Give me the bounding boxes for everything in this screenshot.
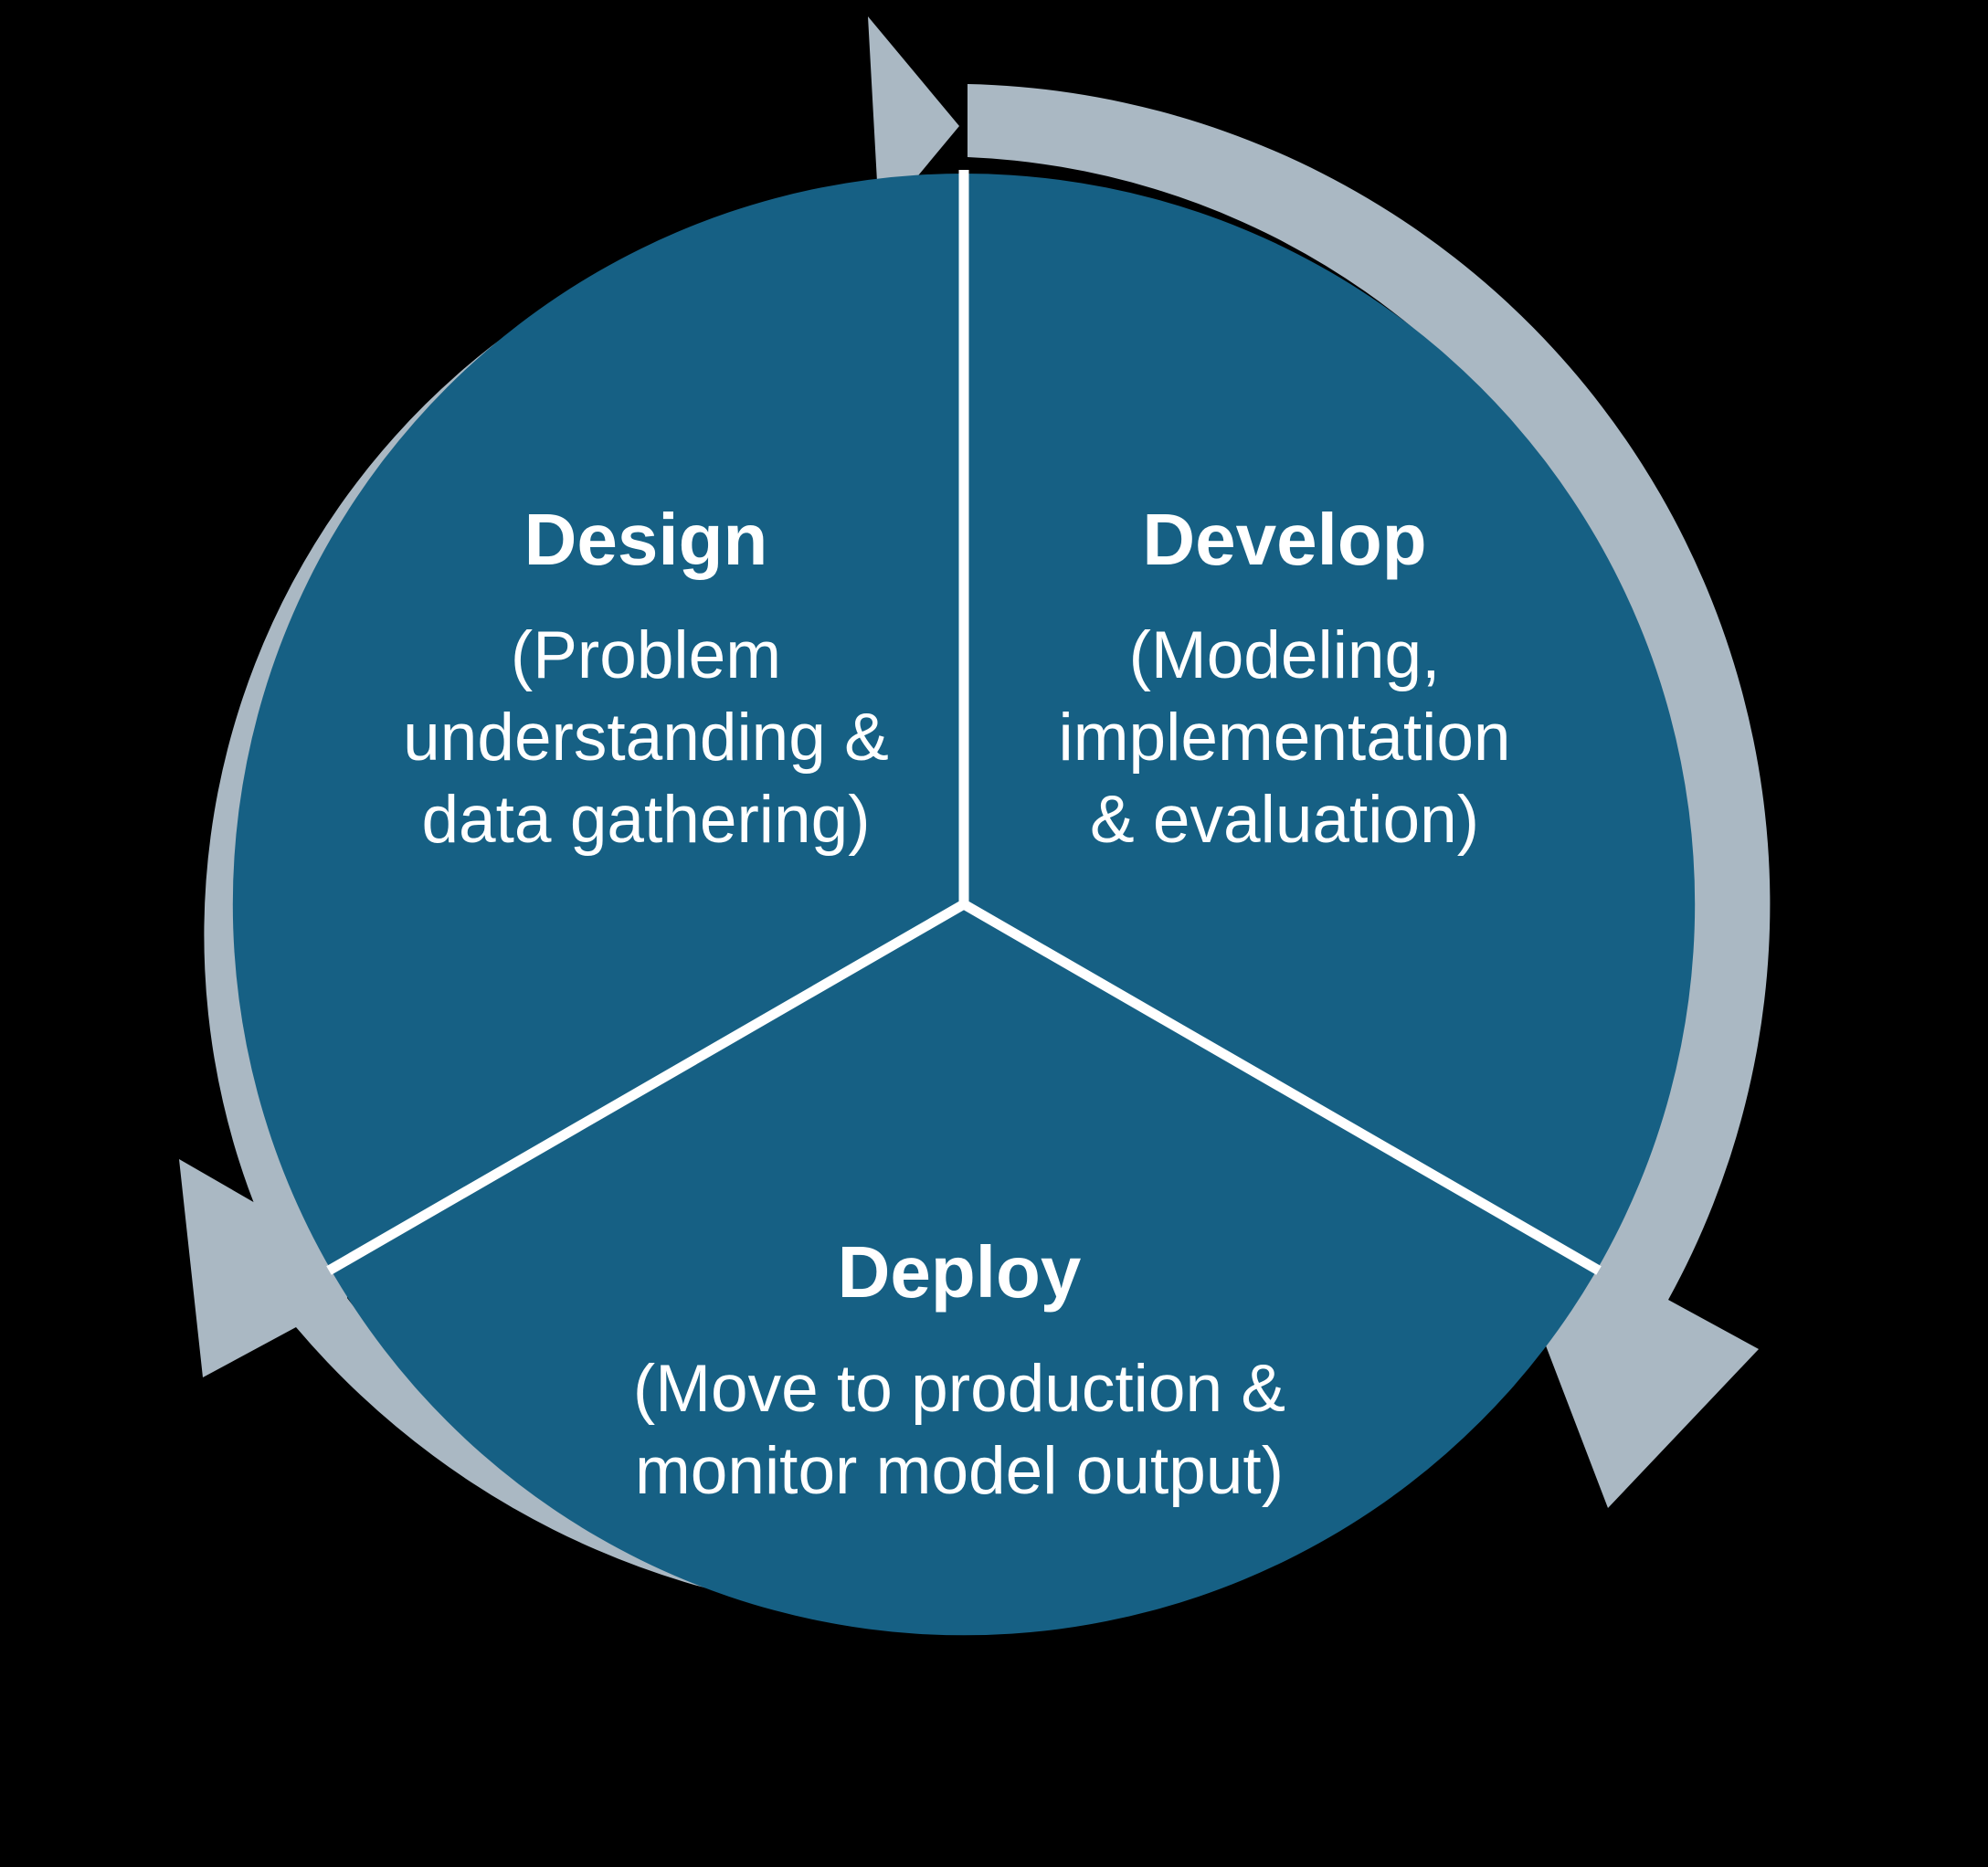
ring-arrows-group bbox=[179, 16, 1771, 1618]
segment-deploy-desc-line-1: (Move to production & bbox=[633, 1352, 1285, 1426]
segment-design-desc-line-2: understanding & bbox=[403, 701, 889, 775]
segment-design-labels: Design (Problem understanding & data gat… bbox=[403, 499, 889, 857]
segment-develop-desc-line-1: (Modeling, bbox=[1129, 618, 1441, 692]
segment-deploy-title: Deploy bbox=[838, 1231, 1082, 1313]
segment-develop-desc-line-3: & evaluation) bbox=[1090, 783, 1479, 857]
ring-arrow-lower-left bbox=[179, 1159, 1598, 1618]
segment-develop-labels: Develop (Modeling, implementation & eval… bbox=[1058, 499, 1510, 857]
segment-design-desc-line-1: (Problem bbox=[511, 618, 781, 692]
segment-design-desc-line-3: data gathering) bbox=[421, 783, 870, 857]
divider-lower-left bbox=[326, 900, 967, 1275]
segment-design-title: Design bbox=[524, 499, 768, 580]
segment-deploy-labels: Deploy (Move to production & monitor mod… bbox=[633, 1231, 1285, 1508]
segment-deploy-desc-line-2: monitor model output) bbox=[635, 1434, 1284, 1508]
segment-dividers-group bbox=[326, 170, 1602, 1275]
segment-develop-title: Develop bbox=[1142, 499, 1426, 580]
segment-design[interactable] bbox=[232, 173, 964, 1270]
ring-arrow-top bbox=[204, 16, 959, 1301]
segment-develop-desc-line-2: implementation bbox=[1058, 701, 1510, 775]
ring-arrow-lower-right bbox=[968, 84, 1771, 1508]
divider-lower-right bbox=[961, 900, 1602, 1275]
segment-develop[interactable] bbox=[964, 173, 1696, 1270]
